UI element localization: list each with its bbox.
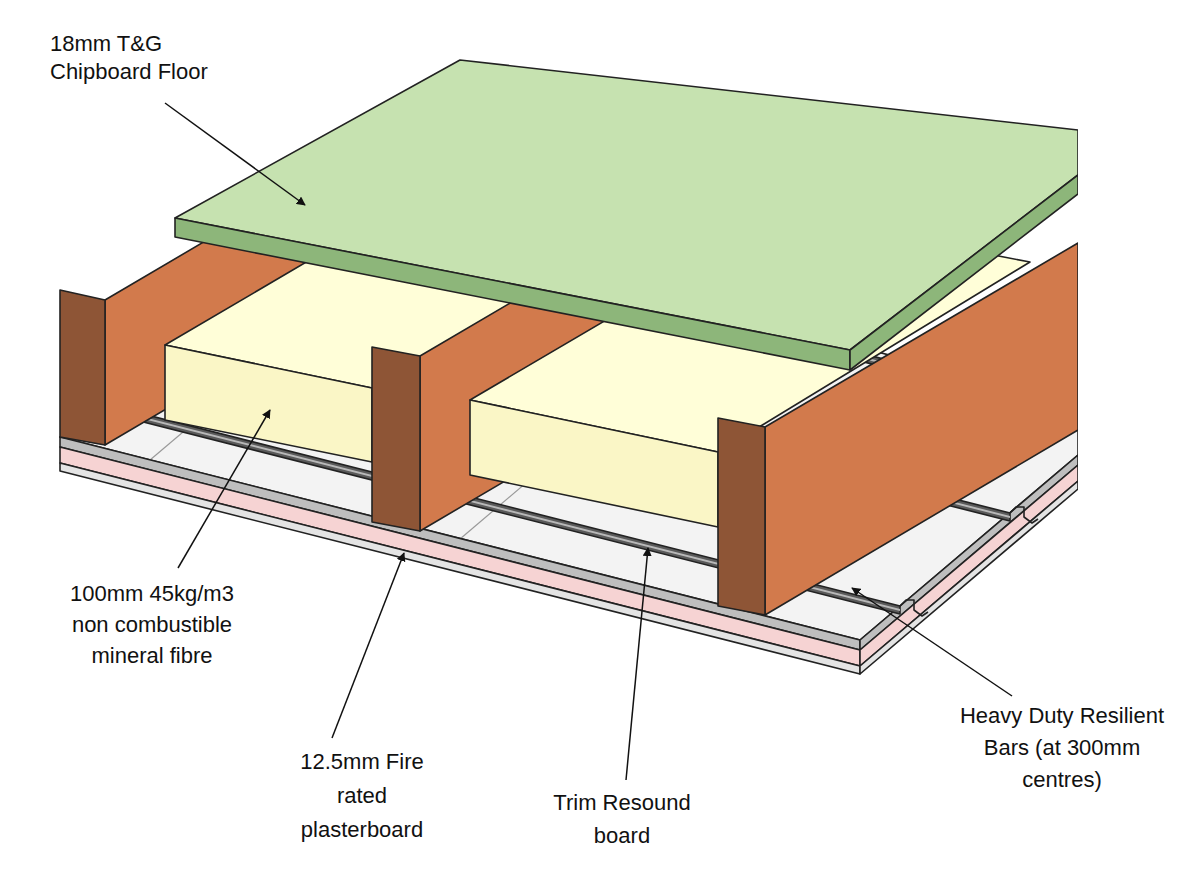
mineral-fibre-front [165, 345, 372, 462]
joist-front [372, 347, 420, 531]
plasterboard-label: 12.5mm Fire rated plasterboard [292, 745, 432, 847]
floor-label: 18mm T&G Chipboard Floor [50, 30, 230, 86]
resound-label: Trim Resound board [537, 786, 707, 852]
insulation-label: 100mm 45kg/m3 non combustible mineral fi… [52, 578, 252, 671]
leader-lines [165, 103, 1012, 780]
resilient-bar-label: Heavy Duty Resilient Bars (at 300mm cent… [957, 700, 1167, 796]
chipboard-front [175, 218, 850, 370]
